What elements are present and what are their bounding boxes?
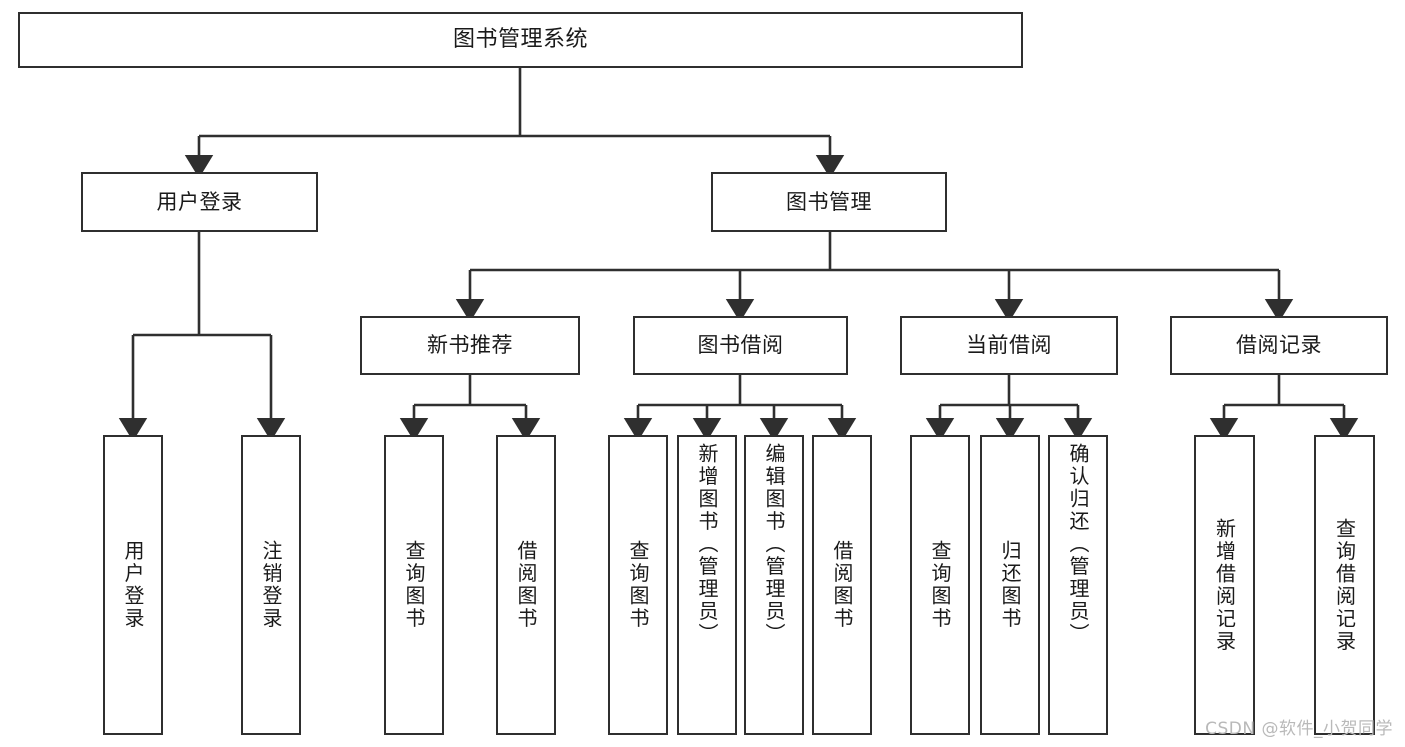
node-label: 图书管理系统 [452, 27, 588, 53]
node-label: 新书推荐 [427, 333, 513, 358]
node-label: 借阅记录 [1236, 333, 1322, 358]
leaf-add-record[interactable]: 新增借阅记录 [1194, 435, 1255, 735]
node-label: 图书借阅 [697, 333, 784, 358]
leaf-query-book-3[interactable]: 查询图书 [910, 435, 970, 735]
node-label: 图书管理 [786, 189, 872, 214]
node-label: 归还图书 [998, 540, 1022, 630]
node-label: 当前借阅 [966, 333, 1052, 358]
leaf-borrow-book-2[interactable]: 借阅图书 [812, 435, 872, 735]
node-borrow-record[interactable]: 借阅记录 [1170, 316, 1388, 375]
node-current-borrow[interactable]: 当前借阅 [900, 316, 1118, 375]
node-book-borrow[interactable]: 图书借阅 [633, 316, 848, 375]
node-user-login[interactable]: 用户登录 [81, 172, 318, 232]
leaf-query-record[interactable]: 查询借阅记录 [1314, 435, 1375, 735]
node-root-system[interactable]: 图书管理系统 [18, 12, 1023, 68]
node-book-manage[interactable]: 图书管理 [711, 172, 947, 232]
node-label: 查询图书 [402, 540, 426, 630]
node-label: 查询图书 [626, 540, 650, 630]
leaf-edit-book[interactable]: 编辑图书（管理员） [744, 435, 804, 735]
node-new-book-rec[interactable]: 新书推荐 [360, 316, 580, 375]
leaf-query-book-2[interactable]: 查询图书 [608, 435, 668, 735]
node-label: 编辑图书（管理员） [762, 443, 786, 646]
node-label: 查询借阅记录 [1332, 517, 1357, 653]
node-label: 用户登录 [156, 189, 243, 214]
leaf-add-book[interactable]: 新增图书（管理员） [677, 435, 737, 735]
node-label: 新增图书（管理员） [695, 443, 719, 646]
node-label: 新增借阅记录 [1212, 517, 1237, 653]
leaf-query-book-1[interactable]: 查询图书 [384, 435, 444, 735]
leaf-user-logout[interactable]: 注销登录 [241, 435, 301, 735]
node-label: 确认归还（管理员） [1066, 443, 1090, 646]
node-label: 借阅图书 [830, 540, 854, 630]
node-label: 注销登录 [259, 540, 283, 630]
leaf-confirm-return[interactable]: 确认归还（管理员） [1048, 435, 1108, 735]
leaf-borrow-book-1[interactable]: 借阅图书 [496, 435, 556, 735]
leaf-return-book[interactable]: 归还图书 [980, 435, 1040, 735]
node-label: 查询图书 [928, 540, 952, 630]
leaf-user-login[interactable]: 用户登录 [103, 435, 163, 735]
node-label: 用户登录 [121, 540, 145, 630]
node-label: 借阅图书 [514, 540, 538, 630]
